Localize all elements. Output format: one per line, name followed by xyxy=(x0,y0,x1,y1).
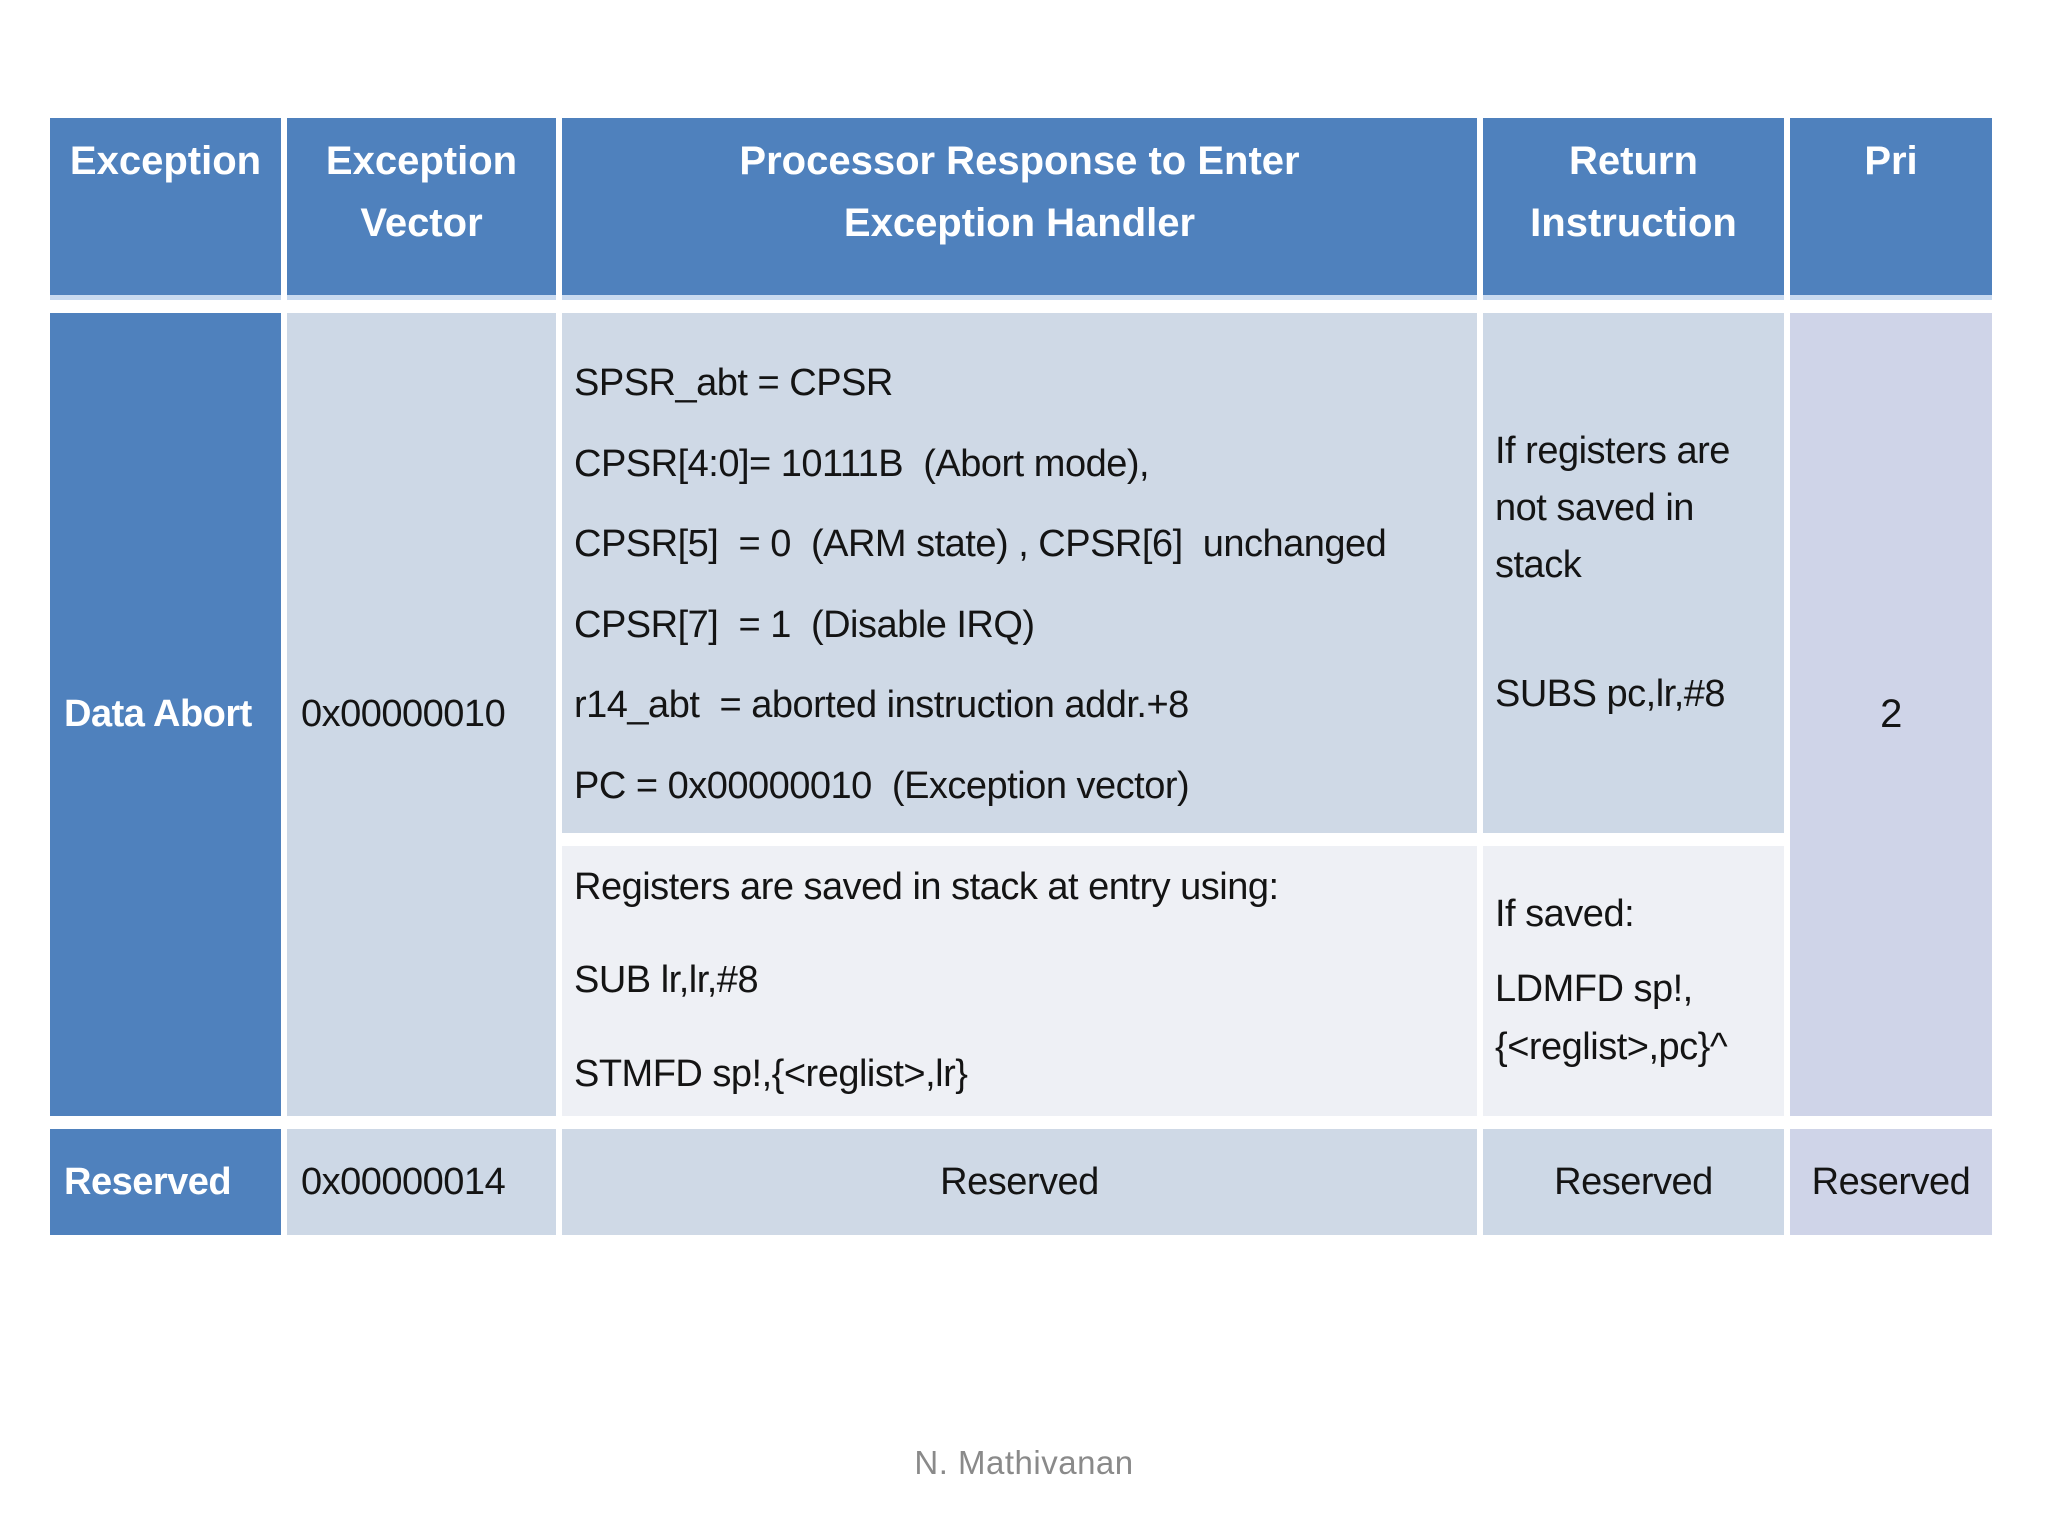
return-line: {<reglist>,pc}^ xyxy=(1495,1026,1728,1069)
exception-table: Exception Exception Vector Processor Res… xyxy=(50,118,1992,1235)
col-header-processor-response: Processor Response to Enter Exception Ha… xyxy=(562,118,1477,300)
return-line: If registers are not saved in stack xyxy=(1495,430,1740,586)
response-line: SUB lr,lr,#8 xyxy=(574,959,759,1002)
response-line: SPSR_abt = CPSR xyxy=(574,362,893,404)
cell-priority-reserved: Reserved xyxy=(1790,1129,1992,1235)
cell-response-reserved: Reserved xyxy=(562,1129,1477,1235)
col-header-exception-label: Exception xyxy=(69,139,262,183)
col-header-priority-label: Pri xyxy=(1864,139,1918,183)
response-line: r14_abt = aborted instruction addr.+8 xyxy=(574,684,1189,727)
return-line: LDMFD sp!, xyxy=(1495,967,1693,1010)
cell-return-reserved: Reserved xyxy=(1483,1129,1784,1235)
col-header-return-instruction-label: Return Instruction xyxy=(1530,139,1737,245)
reserved-return-value: Reserved xyxy=(1554,1160,1713,1203)
response-line: CPSR[5] = 0 (ARM state) , CPSR[6] unchan… xyxy=(574,523,1387,566)
response-line: PC = 0x00000010 (Exception vector) xyxy=(574,764,1190,807)
priority-value: 2 xyxy=(1880,692,1902,736)
data-abort-vector-value: 0x00000010 xyxy=(301,693,506,735)
footer-author: N. Mathivanan xyxy=(914,1444,1134,1481)
cell-return-saved: If saved: LDMFD sp!, {<reglist>,pc}^ xyxy=(1483,846,1784,1116)
response-line: CPSR[7] = 1 (Disable IRQ) xyxy=(574,603,1035,646)
col-header-exception-vector-label: Exception Vector xyxy=(325,139,518,245)
return-line: If saved: xyxy=(1495,892,1635,935)
response-line: Registers are saved in stack at entry us… xyxy=(574,865,1279,908)
cell-vector-data-abort: 0x00000010 xyxy=(287,313,556,1116)
cell-response-saved: Registers are saved in stack at entry us… xyxy=(562,846,1477,1116)
reserved-priority-value: Reserved xyxy=(1811,1160,1971,1203)
reserved-response-value: Reserved xyxy=(940,1160,1099,1203)
cell-vector-reserved: 0x00000014 xyxy=(287,1129,556,1235)
col-header-return-instruction: Return Instruction xyxy=(1483,118,1784,300)
col-header-priority: Pri xyxy=(1790,118,1992,300)
data-abort-label: Data Abort xyxy=(64,693,252,735)
return-line: SUBS pc,lr,#8 xyxy=(1495,673,1726,715)
col-header-exception: Exception xyxy=(50,118,281,300)
cell-priority-data-abort: 2 xyxy=(1790,313,1992,1116)
col-header-exception-vector: Exception Vector xyxy=(287,118,556,300)
col-header-processor-response-label: Processor Response to Enter Exception Ha… xyxy=(739,139,1300,245)
cell-return-not-saved: If registers are not saved in stack SUBS… xyxy=(1483,313,1784,833)
cell-exception-reserved: Reserved xyxy=(50,1129,281,1235)
response-line: CPSR[4:0]= 10111B (Abort mode), xyxy=(574,442,1150,485)
reserved-vector-value: 0x00000014 xyxy=(301,1160,506,1203)
cell-exception-data-abort: Data Abort xyxy=(50,313,281,1116)
cell-response-not-saved: SPSR_abt = CPSR CPSR[4:0]= 10111B (Abort… xyxy=(562,313,1477,833)
reserved-label: Reserved xyxy=(64,1160,232,1203)
response-line: STMFD sp!,{<reglist>,lr} xyxy=(574,1052,968,1095)
